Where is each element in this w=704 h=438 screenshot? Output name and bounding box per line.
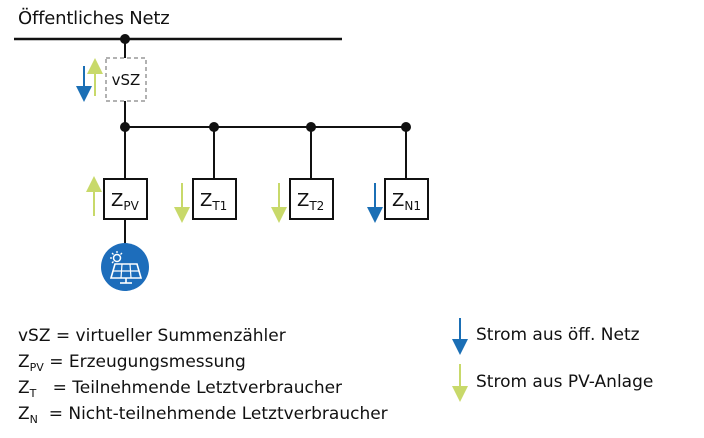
solar-panel-icon [101, 243, 149, 291]
meter-t2: ZT2 [289, 178, 334, 220]
legend-symbol-zpv-main: Z [18, 352, 30, 372]
legend-item-zpv: ZPV = Erzeugungsmessung [18, 352, 246, 374]
meter-t2-sub: T2 [308, 199, 324, 213]
legend-symbol-zn-sub: N [29, 413, 38, 426]
svg-text:ZN1: ZN1 [392, 190, 421, 213]
svg-text:ZPV: ZPV [111, 190, 140, 213]
legend-symbol-zt: ZT [18, 378, 47, 400]
virtual-meter-label: vSZ [112, 71, 141, 89]
legend-item-zt: ZT = Teilnehmende Letztverbraucher [18, 378, 342, 400]
legend-text-vsz: = virtueller Summenzähler [55, 326, 286, 346]
meter-n1-main: Z [392, 190, 404, 211]
meter-n1: ZN1 [384, 178, 429, 220]
meter-t1: ZT1 [192, 178, 237, 220]
legend-symbol-zn-main: Z [18, 404, 30, 424]
meter-pv-main: Z [111, 190, 123, 211]
svg-text:ZT2: ZT2 [297, 190, 324, 213]
meter-pv: ZPV [103, 178, 148, 220]
legend-text-zt: = Teilnehmende Letztverbraucher [52, 378, 343, 398]
legend-symbol-zpv-sub: PV [29, 361, 44, 374]
legend-symbol-zn: ZN [18, 404, 43, 426]
meter-t1-sub: T1 [211, 199, 227, 213]
meter-pv-sub: PV [123, 199, 139, 213]
legend-item-vsz: vSZ = virtueller Summenzähler [18, 326, 286, 346]
legend-grid-power-label: Strom aus öff. Netz [476, 325, 640, 345]
legend-pv-power-label: Strom aus PV-Anlage [476, 372, 654, 392]
virtual-meter-box [105, 57, 147, 102]
legend-symbol-zpv: ZPV [18, 352, 44, 374]
legend-symbol-vsz: vSZ [18, 326, 51, 346]
legend-text-zn: = Nicht-teilnehmende Letztverbraucher [48, 404, 388, 424]
public-grid-label: Öffentliches Netz [18, 8, 170, 29]
meter-t2-main: Z [297, 190, 309, 211]
legend-text-zpv: = Erzeugungsmessung [49, 352, 246, 372]
legend-item-zn: ZN = Nicht-teilnehmende Letztverbraucher [18, 404, 388, 426]
meter-t1-main: Z [200, 190, 212, 211]
meter-n1-sub: N1 [404, 199, 421, 213]
svg-text:ZT1: ZT1 [200, 190, 227, 213]
legend-symbol-zt-sub: T [29, 387, 37, 400]
legend-symbol-zt-main: Z [18, 378, 30, 398]
